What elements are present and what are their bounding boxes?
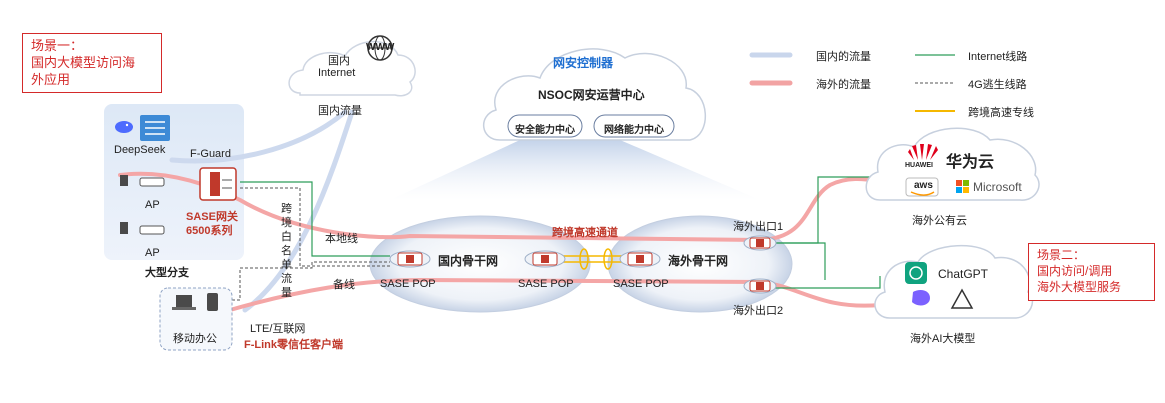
whitelist-char-1: 境 bbox=[281, 217, 292, 229]
cross-border-channel-label: 跨境高速通道 bbox=[552, 227, 618, 239]
controller-beam bbox=[390, 140, 760, 200]
internet-line-exit2 bbox=[770, 276, 881, 289]
exit2-device-icon bbox=[743, 278, 777, 294]
ap2-label: AP bbox=[145, 247, 160, 259]
callout-2-line1: 国内访问/调用 bbox=[1037, 264, 1113, 278]
sase-pop-icon-1 bbox=[389, 250, 431, 268]
callout-2-title: 场景二： bbox=[1037, 248, 1086, 262]
sase-pop-icon-2 bbox=[524, 250, 566, 268]
aws-wordmark: aws bbox=[914, 180, 933, 191]
domestic-traffic-label: 国内流量 bbox=[318, 105, 362, 117]
ai-cloud bbox=[874, 245, 1034, 319]
legend-domestic-traffic: 国内的流量 bbox=[816, 51, 871, 63]
sase-pop-icon-3 bbox=[619, 250, 661, 268]
huawei-logo-icon bbox=[908, 144, 938, 160]
domestic-backbone-ring bbox=[369, 215, 591, 313]
callout-1-line1: 国内大模型访问海 bbox=[31, 55, 136, 70]
callout-scenario-1: 场景一： 国内大模型访问海 外应用 bbox=[22, 33, 162, 93]
nsoc-security-center: 安全能力中心 bbox=[515, 125, 575, 136]
nsoc-left-box-frame bbox=[507, 114, 583, 138]
domestic-traffic-flow-1 bbox=[169, 109, 348, 164]
mobile-office-label: 移动办公 bbox=[173, 333, 217, 345]
nsoc-network-center: 网络能力中心 bbox=[604, 125, 664, 136]
sase-pop-label-3: SASE POP bbox=[613, 278, 669, 290]
overseas-ai-label: 海外AI大模型 bbox=[910, 333, 976, 345]
www-label: WWW bbox=[366, 42, 395, 53]
internet-line-exit1b bbox=[770, 242, 826, 280]
backup-line-branch bbox=[240, 187, 390, 267]
www-globe-icon bbox=[367, 35, 393, 61]
ap2-icon bbox=[120, 222, 165, 235]
callout-2-line2: 海外大模型服务 bbox=[1037, 280, 1122, 294]
large-branch-label: 大型分支 bbox=[145, 267, 189, 279]
domestic-traffic-flow-2 bbox=[242, 109, 355, 313]
sase-pop-label-2: SASE POP bbox=[518, 278, 574, 290]
huawei-wordmark: HUAWEI bbox=[905, 162, 933, 169]
whitelist-char-4: 单 bbox=[281, 259, 292, 271]
backup-line-mobile bbox=[232, 261, 390, 301]
local-line-label: 本地线 bbox=[325, 233, 358, 245]
fguard-label: F-Guard bbox=[190, 148, 231, 160]
whitelist-char-2: 白 bbox=[281, 231, 292, 243]
domestic-backbone-label: 国内骨干网 bbox=[438, 254, 499, 268]
nsoc-center-title: NSOC网安运营中心 bbox=[538, 88, 645, 102]
tunnel-ring-1 bbox=[579, 248, 589, 270]
deepseek-whale-icon bbox=[115, 121, 133, 133]
callout-1-line2: 外应用 bbox=[31, 72, 71, 87]
legend-cross-border-line: 跨境高速专线 bbox=[968, 107, 1034, 119]
callout-1-title: 场景一： bbox=[31, 38, 84, 53]
whitelist-char-5: 流 bbox=[281, 273, 292, 285]
internet-line-branch bbox=[240, 181, 390, 257]
deepseek-label: DeepSeek bbox=[114, 144, 166, 156]
sase-gateway-icon bbox=[199, 167, 237, 201]
whitelist-char-0: 跨 bbox=[281, 203, 292, 215]
sase-pop-label-1: SASE POP bbox=[380, 278, 436, 290]
tunnel-ring-2 bbox=[603, 248, 613, 270]
exit1-device-icon bbox=[743, 235, 777, 251]
ap1-label: AP bbox=[145, 199, 160, 211]
domestic-cloud-line1: 国内 bbox=[328, 55, 350, 67]
overseas-public-cloud-label: 海外公有云 bbox=[912, 215, 967, 227]
legend-internet-line: Internet线路 bbox=[968, 51, 1028, 63]
exit1-label: 海外出口1 bbox=[733, 221, 784, 233]
whitelist-char-6: 量 bbox=[281, 287, 292, 299]
domestic-cloud-line2: Internet bbox=[318, 67, 356, 79]
legend-overseas-traffic: 海外的流量 bbox=[816, 79, 871, 91]
deepseek-server-icon bbox=[140, 115, 170, 141]
overseas-traffic-flow-2 bbox=[228, 277, 882, 312]
chatgpt-label: ChatGPT bbox=[938, 267, 989, 281]
microsoft-wordmark: Microsoft bbox=[973, 180, 1022, 194]
ap1-icon bbox=[120, 175, 165, 187]
lte-label: LTE/互联网 bbox=[250, 323, 306, 335]
backup-line-label: 备线 bbox=[333, 279, 355, 291]
nsoc-controller-title: 网安控制器 bbox=[553, 56, 614, 70]
sase-gateway-label-2: 6500系列 bbox=[186, 225, 233, 237]
exit2-label: 海外出口2 bbox=[733, 305, 784, 317]
nsoc-right-box-frame bbox=[593, 114, 675, 138]
microsoft-logo-icon bbox=[956, 180, 969, 193]
flink-client-label: F-Link零信任客户端 bbox=[244, 339, 343, 351]
legend-4g-line: 4G逃生线路 bbox=[968, 79, 1027, 91]
sase-gateway-label-1: SASE网关 bbox=[186, 211, 238, 223]
laptop-icon bbox=[172, 295, 196, 310]
branch-box bbox=[104, 104, 244, 260]
aws-logo-icon bbox=[905, 177, 939, 197]
copilot-logo-icon bbox=[912, 290, 930, 306]
overseas-backbone-label: 海外骨干网 bbox=[668, 254, 729, 268]
mistral-logo-icon bbox=[950, 288, 974, 309]
phone-icon bbox=[207, 293, 218, 311]
chatgpt-logo-icon bbox=[905, 262, 927, 284]
huawei-cloud-brand: 华为云 bbox=[946, 154, 995, 171]
callout-scenario-2: 场景二： 国内访问/调用 海外大模型服务 bbox=[1028, 243, 1155, 301]
whitelist-char-3: 名 bbox=[281, 245, 292, 257]
